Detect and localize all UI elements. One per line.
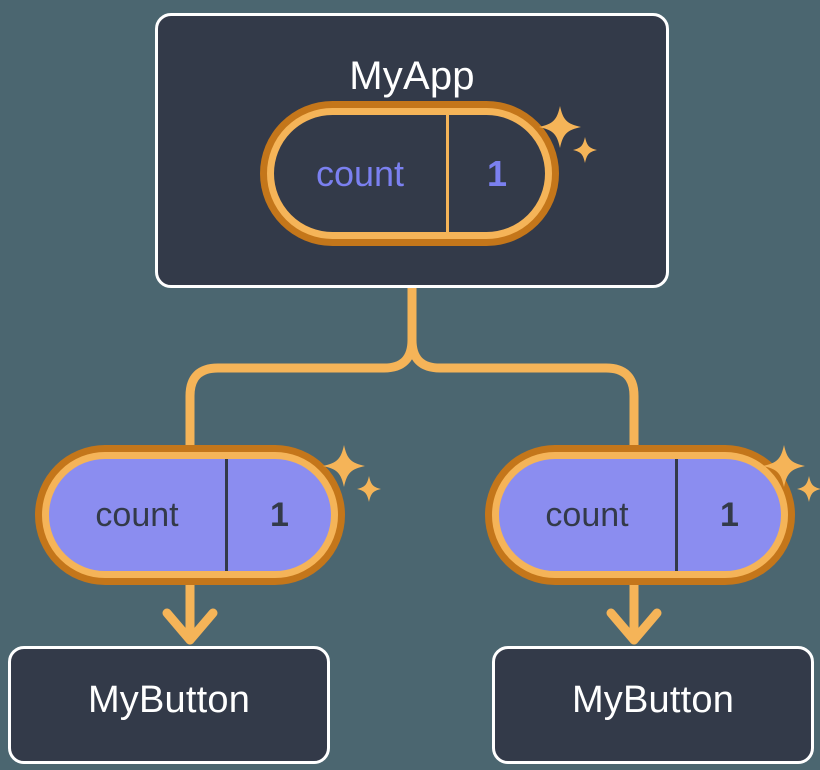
state-pill-left[interactable]: count 1 (42, 452, 338, 578)
state-pill-right[interactable]: count 1 (492, 452, 788, 578)
component-label-myapp: MyApp (349, 54, 475, 98)
component-box-mybutton-left[interactable]: MyButton (8, 646, 330, 764)
wire-branch-left (185, 335, 417, 457)
state-name: count (545, 495, 629, 534)
state-pill-myapp[interactable]: count 1 (267, 108, 552, 239)
state-name: count (95, 495, 179, 534)
state-value: 1 (675, 459, 781, 571)
component-label-mybutton: MyButton (571, 679, 735, 721)
arrow-down-icon-left (162, 608, 218, 645)
state-value: 1 (225, 459, 331, 571)
arrow-down-icon-right (606, 608, 662, 645)
state-name: count (315, 152, 405, 194)
component-box-mybutton-right[interactable]: MyButton (492, 646, 814, 764)
component-label-mybutton: MyButton (87, 679, 251, 721)
wire-branch-right (407, 335, 639, 457)
state-value: 1 (446, 115, 545, 232)
